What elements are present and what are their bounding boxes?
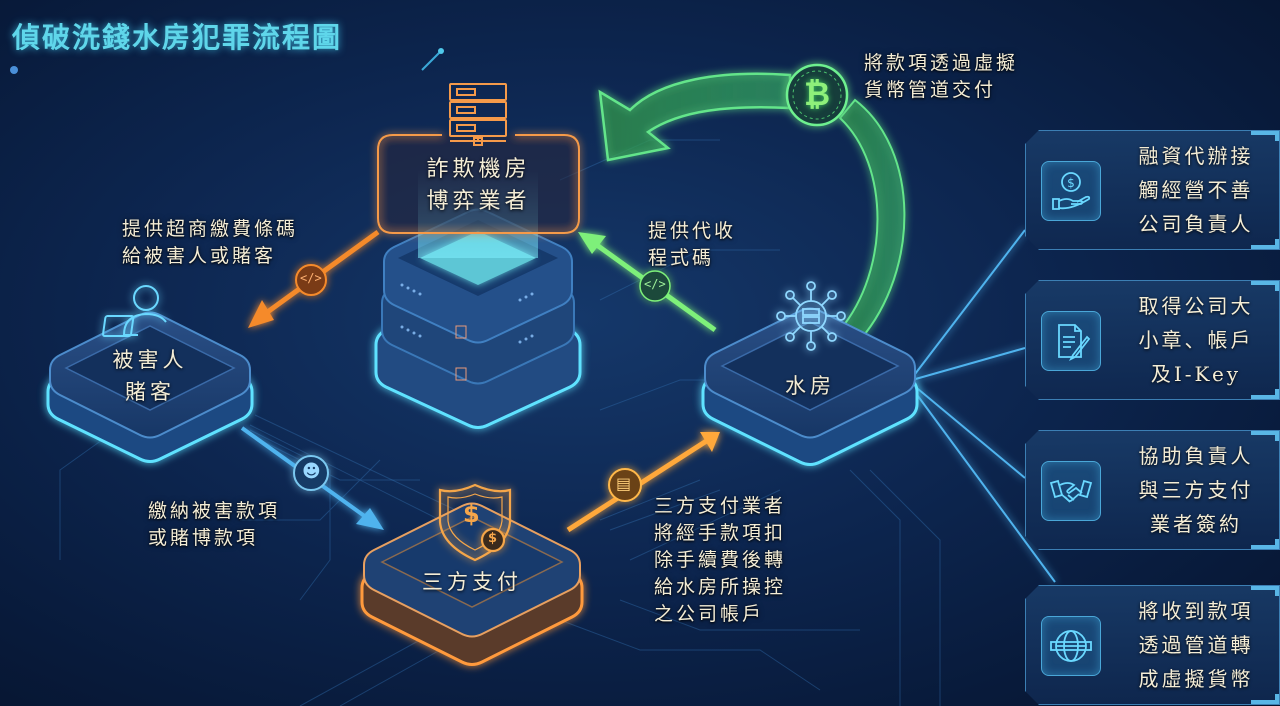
- handshake-icon: [1041, 461, 1101, 521]
- payment-arrow: [240, 426, 384, 530]
- water-house-platform: [701, 307, 919, 466]
- bitcoin-icon: ₿: [804, 75, 831, 113]
- card-text: 將收到款項 透過管道轉 成虛擬貨幣: [1138, 599, 1254, 691]
- fraud-center-box: [377, 134, 580, 234]
- card-company-seals: 取得公司大 小章、帳戶 及I-Key: [1025, 280, 1280, 400]
- transfer-flow-label: 三方支付業者 將經手款項扣 除手續費後轉 給水房所操控 之公司帳戶: [654, 495, 787, 625]
- crypto-arc: [598, 72, 906, 342]
- server-rack-icon: [449, 83, 507, 146]
- third-party-payment-platform: [360, 502, 584, 666]
- barcode-flow-label: 提供超商繳費條碼 給被害人或賭客: [122, 218, 299, 267]
- card-sign-contract: 協助負責人 與三方支付 業者簽約: [1025, 430, 1280, 550]
- code-icon: </>: [644, 277, 666, 291]
- hand-dollar-icon: $: [1041, 161, 1101, 221]
- dollar-sign-icon: $: [463, 500, 480, 528]
- bitcoin-coin: [785, 63, 849, 127]
- third-party-payment-label: 三方支付: [422, 570, 522, 594]
- title-underline: [10, 48, 444, 74]
- transfer-arrow: [566, 432, 720, 533]
- victim-label: 被害人 賭客: [112, 348, 188, 404]
- card-text: 協助負責人 與三方支付 業者簽約: [1138, 444, 1254, 536]
- collection-code-arrow: [578, 232, 717, 333]
- card-financing-agent: $ 融資代辦接 觸經營不善 公司負責人: [1025, 130, 1280, 250]
- card-text: 取得公司大 小章、帳戶 及I-Key: [1138, 294, 1254, 386]
- card-text: 融資代辦接 觸經營不善 公司負責人: [1138, 144, 1254, 236]
- person-laptop-icon: [102, 285, 167, 337]
- central-server-stack: [374, 170, 582, 429]
- svg-text:$: $: [1067, 176, 1075, 190]
- payment-flow-label: 繳納被害款項 或賭博款項: [148, 500, 281, 549]
- victim-platform: [46, 311, 254, 463]
- document-pen-icon: [1041, 311, 1101, 371]
- barcode-arrow: [248, 229, 380, 328]
- page-title: 偵破洗錢水房犯罪流程圖: [12, 21, 343, 54]
- card-connectors: [911, 229, 1056, 583]
- water-house-label: 水房: [785, 374, 835, 398]
- globe-icon: [1041, 616, 1101, 676]
- network-hub-icon: [776, 281, 846, 351]
- code-icon: </>: [300, 271, 322, 285]
- invoice-coin-icon: ▤: [616, 474, 632, 493]
- user-circle-icon: ☻: [302, 461, 321, 482]
- collection-code-flow-label: 提供代收 程式碼: [648, 220, 737, 269]
- fraud-center-label: 詐欺機房 博弈業者: [426, 157, 531, 214]
- coin-dollar-icon: $: [488, 531, 498, 546]
- shield-dollar-icon: [438, 483, 512, 562]
- card-convert-crypto: 將收到款項 透過管道轉 成虛擬貨幣: [1025, 585, 1280, 705]
- crypto-flow-label: 將款項透過虛擬 貨幣管道交付: [864, 52, 1019, 101]
